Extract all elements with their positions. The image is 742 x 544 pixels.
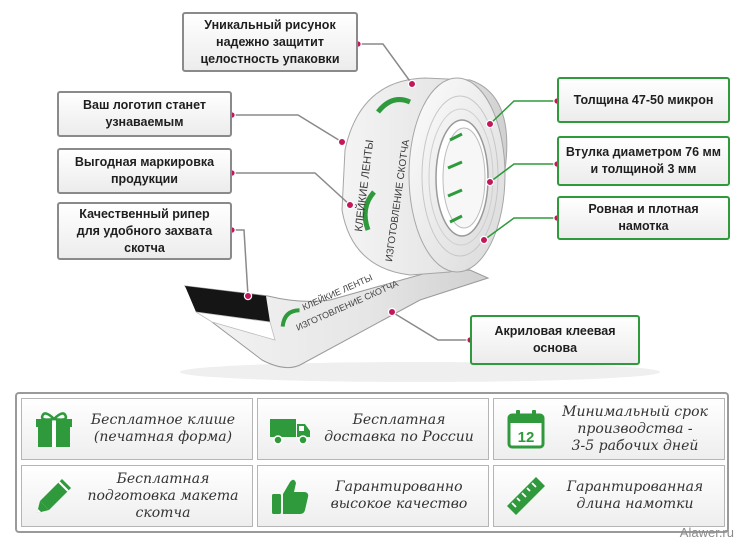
green-leaders <box>483 100 557 241</box>
truck-icon <box>270 419 310 445</box>
gift-icon <box>36 412 72 447</box>
tape-roll-diagram: КЛЕЙКИЕ ЛЕНТЫ ИЗГОТОВЛЕНИЕ СКОТЧА КЛЕЙКИ… <box>180 40 660 382</box>
callout-thickness: Толщина 47-50 микрон <box>557 77 730 123</box>
feature-line: скотча <box>135 504 191 521</box>
watermark: Alawer.ru <box>679 525 734 540</box>
feature-line: Бесплатное клише <box>90 412 236 428</box>
feature-line: Минимальный срок <box>562 403 708 420</box>
feature-line: доставка по России <box>324 429 474 445</box>
callout-core: Втулка диаметром 76 мм и толщиной 3 мм <box>557 136 730 186</box>
callout-line: Акриловая клеевая <box>494 324 616 338</box>
callout-unique-pattern: Уникальный рисунок надежно защитит целос… <box>182 12 358 72</box>
callout-line: продукции <box>110 172 178 186</box>
feature-line: Бесплатная <box>116 470 210 487</box>
feature-line: Гарантированная <box>566 479 704 495</box>
feature-line: длина намотки <box>576 496 694 512</box>
feature-line: Бесплатная <box>352 412 446 428</box>
callout-line: Втулка диаметром 76 мм <box>565 145 722 159</box>
ruler-icon <box>507 477 545 515</box>
callout-line: Ровная и плотная намотка <box>588 202 699 233</box>
thumbs-up-icon <box>272 479 309 514</box>
feature-free-layout: Бесплатная подготовка макета скотча <box>21 465 253 527</box>
calendar-icon: 12 <box>507 410 545 449</box>
callout-line: Ваш логотип станет <box>83 98 206 112</box>
features-panel: Бесплатное клише (печатная форма) Беспла… <box>15 392 729 533</box>
callout-line: и толщиной 3 мм <box>590 162 697 176</box>
tape-strip <box>183 269 490 369</box>
callout-line: целостность упаковки <box>200 51 340 66</box>
calendar-day: 12 <box>518 429 535 446</box>
callout-logo: Ваш логотип станет узнаваемым <box>57 91 232 137</box>
callout-line: Выгодная маркировка <box>74 155 215 169</box>
feature-free-delivery: Бесплатная доставка по России <box>257 398 489 460</box>
feature-length: Гарантированная длина намотки <box>493 465 725 527</box>
feature-line: 3-5 рабочих дней <box>571 437 699 454</box>
gray-leaders <box>232 43 470 341</box>
callout-line: Уникальный рисунок <box>204 17 336 32</box>
callout-line: основа <box>532 341 578 355</box>
callout-line: узнаваемым <box>105 115 184 129</box>
feature-production-time: 12 Минимальный срок производства - 3-5 р… <box>493 398 725 460</box>
feature-line: Гарантированно <box>335 479 463 495</box>
feature-line: подготовка макета <box>87 487 239 504</box>
callout-line: надежно защитит <box>216 34 324 49</box>
callout-line: Толщина 47-50 микрон <box>573 92 714 107</box>
callout-adhesive: Акриловая клеевая основа <box>470 315 640 365</box>
callout-line: для удобного захвата <box>76 223 213 238</box>
callout-ripper: Качественный рипер для удобного захвата … <box>57 202 232 260</box>
callout-line: скотча <box>124 240 165 255</box>
feature-free-cliche: Бесплатное клише (печатная форма) <box>21 398 253 460</box>
feature-line: производства - <box>577 420 693 437</box>
feature-line: (печатная форма) <box>93 429 233 445</box>
callout-winding: Ровная и плотная намотка <box>557 196 730 240</box>
feature-line: высокое качество <box>330 496 468 512</box>
feature-quality: Гарантированно высокое качество <box>257 465 489 527</box>
callout-marking: Выгодная маркировка продукции <box>57 148 232 194</box>
pencil-icon <box>37 479 71 513</box>
callout-line: Качественный рипер <box>79 206 210 221</box>
